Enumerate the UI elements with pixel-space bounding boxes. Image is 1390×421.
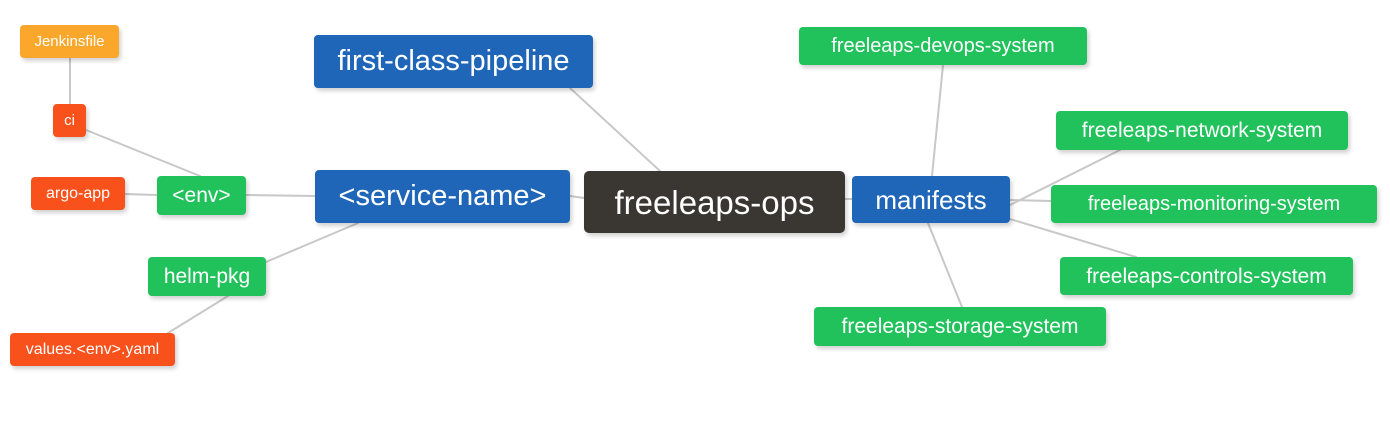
node-freeleaps-network-system[interactable]: freeleaps-network-system [1056, 111, 1348, 150]
edge-values-yaml-to-helm-pkg [167, 295, 229, 334]
edge-env-to-service-name [245, 194, 316, 197]
edge-ci-to-env [85, 129, 201, 177]
node-freeleaps-storage-system[interactable]: freeleaps-storage-system [814, 307, 1106, 346]
edge-service-name-to-freeleaps-ops [569, 195, 585, 199]
edge-argo-app-to-env [124, 193, 158, 196]
edge-manifests-to-freeleaps-controls-system [1009, 218, 1137, 258]
node-argo-app[interactable]: argo-app [31, 177, 125, 210]
node-jenkinsfile[interactable]: Jenkinsfile [20, 25, 119, 58]
edge-first-class-pipeline-to-freeleaps-ops [569, 87, 661, 172]
node-freeleaps-controls-system[interactable]: freeleaps-controls-system [1060, 257, 1353, 295]
edge-manifests-to-freeleaps-monitoring-system [1009, 199, 1052, 202]
node-env[interactable]: <env> [157, 176, 246, 215]
node-manifests[interactable]: manifests [852, 176, 1010, 223]
node-ci[interactable]: ci [53, 104, 86, 137]
node-first-class-pipeline[interactable]: first-class-pipeline [314, 35, 593, 88]
node-helm-pkg[interactable]: helm-pkg [148, 257, 266, 296]
node-freeleaps-devops-system[interactable]: freeleaps-devops-system [799, 27, 1087, 65]
edge-manifests-to-freeleaps-storage-system [927, 222, 963, 308]
node-values-yaml[interactable]: values.<env>.yaml [10, 333, 175, 366]
node-freeleaps-ops[interactable]: freeleaps-ops [584, 171, 845, 233]
node-freeleaps-monitoring-system[interactable]: freeleaps-monitoring-system [1051, 185, 1377, 223]
node-service-name[interactable]: <service-name> [315, 170, 570, 223]
edge-helm-pkg-to-service-name [265, 222, 359, 263]
edge-manifests-to-freeleaps-devops-system [931, 64, 944, 177]
